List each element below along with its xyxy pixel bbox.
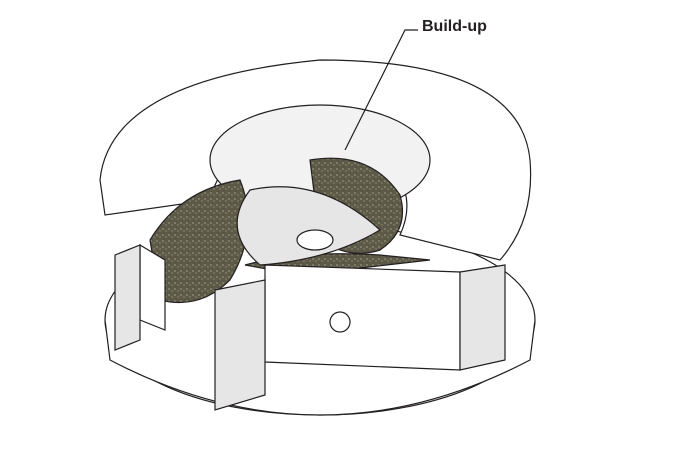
blade-mount-right xyxy=(459,264,506,371)
blade-left xyxy=(139,243,166,331)
hub xyxy=(236,186,381,266)
blade-mount-front xyxy=(214,279,266,411)
blade-front xyxy=(264,264,461,371)
blade-mount-left xyxy=(114,244,141,351)
buildup-label: Build-up xyxy=(422,18,487,35)
callout-leader xyxy=(344,29,418,151)
